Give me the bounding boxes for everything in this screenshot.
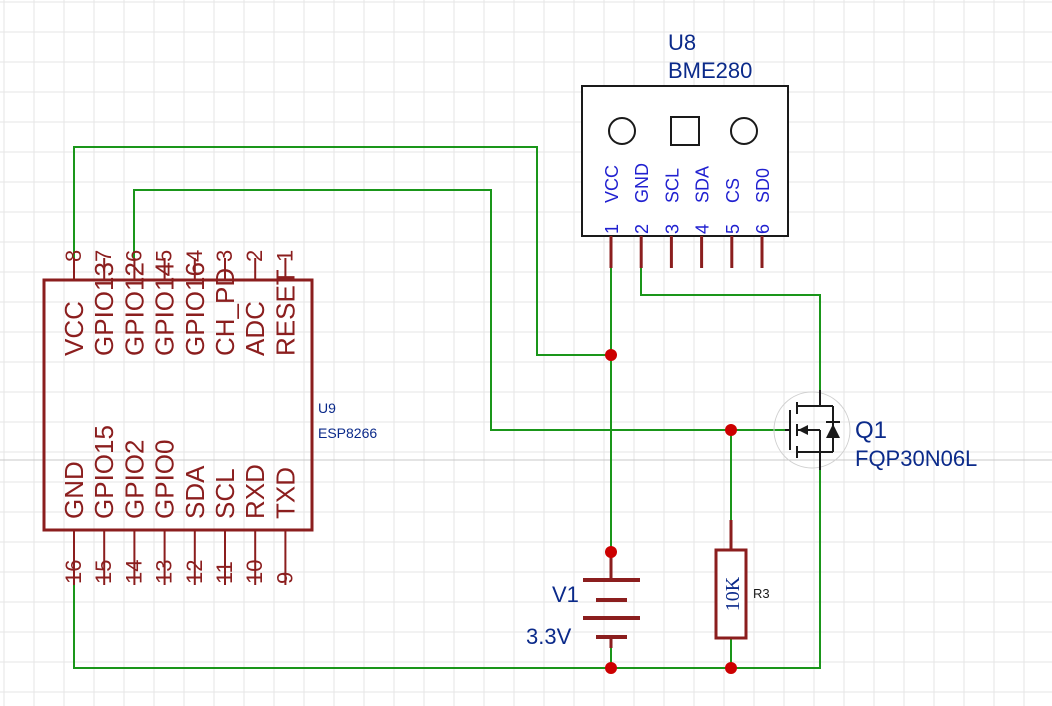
u8-sensor-square bbox=[670, 116, 700, 146]
junction-gate[interactable] bbox=[725, 424, 737, 436]
q1-body-diode bbox=[826, 424, 840, 438]
u9-bottom-pins: 16 GND 15 GPIO15 14 GPIO2 13 GPIO0 12 SDA 11 SCL 10 R… bbox=[59, 425, 300, 585]
u9-body bbox=[42, 278, 314, 532]
u9-pin-number: 2 bbox=[242, 250, 267, 262]
u9-pin-number: 5 bbox=[152, 250, 177, 262]
u8-pin-number: 6 bbox=[753, 224, 773, 234]
u8-value: BME280 bbox=[668, 58, 752, 83]
u8-pin-number: 3 bbox=[662, 224, 682, 234]
wires bbox=[73, 146, 821, 669]
junction-battery-bottom[interactable] bbox=[605, 662, 617, 674]
u8-pin-label: VCC bbox=[602, 165, 622, 203]
u8-pin-label: SDA bbox=[693, 166, 713, 203]
u9-pin-number: 10 bbox=[242, 560, 267, 584]
wire-gnd-return[interactable] bbox=[73, 470, 821, 669]
wire-gpio12-gate[interactable] bbox=[133, 189, 785, 431]
u9-pin-number: 8 bbox=[61, 250, 86, 262]
u9-pin-number: 6 bbox=[121, 250, 146, 262]
u9-pin-number: 11 bbox=[212, 561, 237, 584]
u8-pin-label: GND bbox=[632, 163, 652, 203]
u9-designator: U9 bbox=[318, 400, 336, 416]
u9-pin-number: 1 bbox=[272, 250, 297, 262]
u8-pin-number: 4 bbox=[693, 224, 713, 234]
junction-vcc[interactable] bbox=[605, 349, 617, 361]
r3-resistor[interactable]: 10K R3 bbox=[714, 520, 770, 640]
u8-pin-label: SD0 bbox=[753, 168, 773, 203]
u9-value: ESP8266 bbox=[318, 425, 377, 441]
u9-pin-label: GPIO0 bbox=[150, 440, 180, 519]
u9-pin-label: SDA bbox=[180, 465, 210, 519]
u9-pin-label: GPIO16 bbox=[180, 262, 210, 356]
u9-pin-number: 14 bbox=[121, 560, 146, 584]
r3-designator: R3 bbox=[753, 586, 770, 601]
u9-pin-label: RESET bbox=[270, 269, 300, 356]
q1-mosfet[interactable]: Q1 FQP30N06L bbox=[773, 390, 977, 471]
u9-pin-label: CH_PD bbox=[210, 268, 240, 356]
u8-mount-hole-right bbox=[730, 117, 758, 145]
v1-designator: V1 bbox=[552, 582, 579, 607]
u9-pin-label: GPIO13 bbox=[89, 262, 119, 356]
q1-symbol bbox=[785, 390, 840, 470]
u8-mount-hole-left bbox=[608, 117, 636, 145]
q1-channel-arrow bbox=[798, 425, 808, 435]
u8-pin-label: CS bbox=[723, 178, 743, 203]
q1-body-circle bbox=[773, 391, 851, 469]
u8-pin-number: 5 bbox=[723, 224, 743, 234]
junction-r3-bottom[interactable] bbox=[725, 662, 737, 674]
wire-vcc-net[interactable] bbox=[73, 146, 611, 356]
u9-pin-number: 3 bbox=[212, 250, 237, 262]
u9-pin-number: 16 bbox=[61, 560, 86, 584]
r3-body bbox=[714, 548, 748, 640]
u9-pin-label: GPIO12 bbox=[119, 262, 149, 356]
u8-pin-number: 2 bbox=[632, 224, 652, 234]
u9-pin-number: 12 bbox=[182, 560, 207, 584]
q1-value: FQP30N06L bbox=[855, 446, 977, 471]
u9-pin-label: TXD bbox=[270, 467, 300, 519]
u9-pin-label: GPIO15 bbox=[89, 425, 119, 519]
u9-pin-number: 15 bbox=[91, 560, 116, 584]
u8-pin-number: 1 bbox=[602, 224, 622, 234]
u9-pin-number: 4 bbox=[182, 250, 207, 262]
u9-pin-label: GPIO14 bbox=[150, 262, 180, 356]
u8-body bbox=[581, 85, 789, 237]
u8-bme280[interactable]: U8 BME280 1 VCC 2 GND 3 SCL 4 SDA 5 CS 6 SD0 bbox=[581, 30, 789, 268]
u9-pin-number: 9 bbox=[272, 572, 297, 584]
r3-value: 10K bbox=[722, 576, 744, 611]
u8-pins: 1 VCC 2 GND 3 SCL 4 SDA 5 CS 6 SD0 bbox=[602, 163, 773, 268]
junctions bbox=[605, 349, 737, 674]
u9-pin-label: GPIO2 bbox=[119, 440, 149, 519]
q1-designator: Q1 bbox=[855, 417, 887, 444]
u9-pin-label: ADC bbox=[240, 301, 270, 356]
u9-pin-label: SCL bbox=[210, 468, 240, 519]
u9-pin-label: GND bbox=[59, 461, 89, 519]
u9-pin-label: VCC bbox=[59, 301, 89, 356]
u9-pin-label: RXD bbox=[240, 464, 270, 519]
u8-designator: U8 bbox=[668, 30, 696, 55]
wire-bme-gnd-drain[interactable] bbox=[640, 265, 821, 390]
u9-pin-number: 7 bbox=[91, 250, 116, 262]
u9-pin-number: 13 bbox=[152, 560, 177, 584]
v1-battery[interactable]: V1 3.3V bbox=[526, 552, 640, 649]
v1-value: 3.3V bbox=[526, 624, 572, 649]
u8-pin-label: SCL bbox=[662, 168, 682, 203]
junction-battery-top[interactable] bbox=[605, 546, 617, 558]
